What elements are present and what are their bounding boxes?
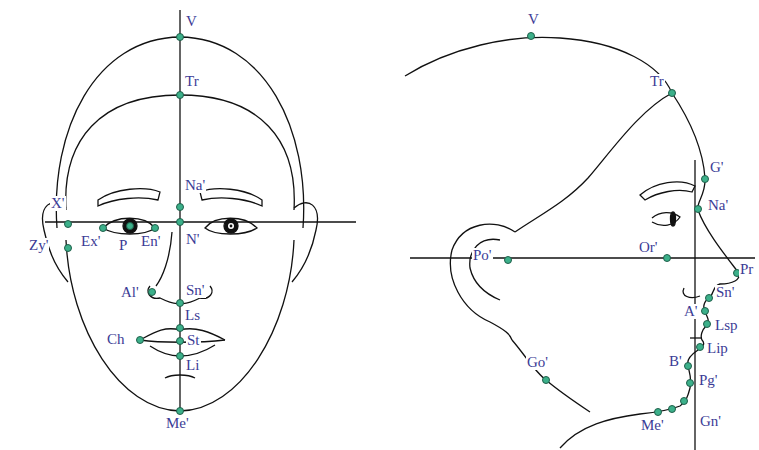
landmark-label: Pg': [698, 373, 719, 388]
landmark-dot: [685, 363, 692, 370]
pupil-center: [230, 225, 233, 228]
landmark-dot: [704, 321, 711, 328]
landmark-label: Tr: [649, 74, 665, 89]
landmark-dot: [152, 225, 159, 232]
landmark-label: N': [185, 232, 201, 247]
lip-line: [690, 337, 702, 338]
ear: [292, 203, 317, 282]
landmark-dot: [177, 92, 184, 99]
landmark-label: En': [140, 234, 161, 249]
landmark-dot: [543, 377, 550, 384]
jawline: [512, 340, 590, 412]
landmark-label: Or': [638, 240, 659, 255]
landmark-dot: [137, 337, 144, 344]
landmark-dot: [528, 33, 535, 40]
landmark-label: Zy': [28, 238, 49, 253]
landmark-label: Na': [707, 198, 729, 213]
landmark-label: Ch: [106, 332, 126, 347]
landmark-label: Na': [184, 178, 206, 193]
landmark-label: Go': [526, 355, 549, 370]
landmark-label: Pr: [739, 262, 754, 277]
landmark-label: Lip: [706, 341, 729, 356]
landmark-dot: [177, 338, 184, 345]
eye: [103, 218, 155, 234]
ear-inner: [470, 239, 500, 300]
landmark-dot: [695, 206, 702, 213]
frankfort-line: [410, 257, 755, 258]
eye: [205, 218, 257, 234]
landmark-dot: [177, 204, 184, 211]
ear: [450, 224, 515, 340]
pupil-highlight: [228, 223, 234, 229]
landmark-label: Al': [120, 285, 140, 300]
landmark-dot: [177, 408, 184, 415]
landmark-label: St: [186, 333, 201, 348]
landmark-label: Me': [640, 418, 665, 433]
landmark-dot: [100, 225, 107, 232]
landmark-dots: [65, 33, 741, 416]
landmark-dot: [681, 398, 688, 405]
landmark-dot: [702, 308, 709, 315]
landmark-dot: [177, 219, 184, 226]
landmark-label: Li: [185, 358, 200, 373]
landmark-label: G': [709, 160, 725, 175]
landmark-dot: [177, 325, 184, 332]
landmark-label: V: [527, 12, 540, 27]
landmark-label: Sn': [715, 285, 736, 300]
chin-crease: [165, 375, 195, 378]
landmark-label: Ls: [184, 308, 201, 323]
eye: [652, 213, 680, 226]
landmark-dot: [505, 257, 512, 264]
landmark-dot: [664, 255, 671, 262]
eyebrow: [98, 189, 160, 206]
landmark-label: Po': [472, 248, 493, 263]
pupil: [123, 219, 137, 233]
profile-outline: [405, 37, 739, 448]
pupil: [671, 212, 676, 226]
hairline: [515, 93, 672, 232]
landmark-dot: [655, 409, 662, 416]
landmark-label: Ex': [80, 234, 101, 249]
eyebrow: [200, 189, 262, 206]
landmark-dot: [669, 90, 676, 97]
landmark-dot: [669, 406, 676, 413]
landmark-label: Me': [165, 416, 190, 431]
head-outline: [56, 37, 303, 228]
landmark-label: Sn': [185, 283, 206, 298]
landmark-label: A': [683, 304, 699, 319]
landmark-dot: [149, 289, 156, 296]
landmark-dot: [706, 295, 713, 302]
landmark-dot: [697, 344, 704, 351]
landmark-label: V: [185, 14, 198, 29]
landmark-label: Gn': [699, 414, 722, 429]
nostril: [683, 288, 700, 298]
landmark-label: P: [118, 238, 128, 253]
landmark-dot: [702, 176, 709, 183]
eye-line: [45, 221, 356, 222]
landmark-label: B': [668, 354, 683, 369]
landmark-dot: [65, 245, 72, 252]
landmark-dot: [177, 34, 184, 41]
hairline: [66, 95, 295, 210]
landmark-dot: [687, 380, 694, 387]
landmark-dot: [65, 221, 72, 228]
landmark-dot: [127, 223, 134, 230]
pupil: [224, 219, 238, 233]
landmark-label: X': [50, 196, 66, 211]
landmark-label: Tr: [184, 74, 200, 89]
face-outline: [66, 240, 294, 411]
landmark-label: Lsp: [714, 318, 739, 333]
landmark-dot: [177, 353, 184, 360]
eyebrow: [640, 182, 695, 200]
landmark-dot: [177, 300, 184, 307]
